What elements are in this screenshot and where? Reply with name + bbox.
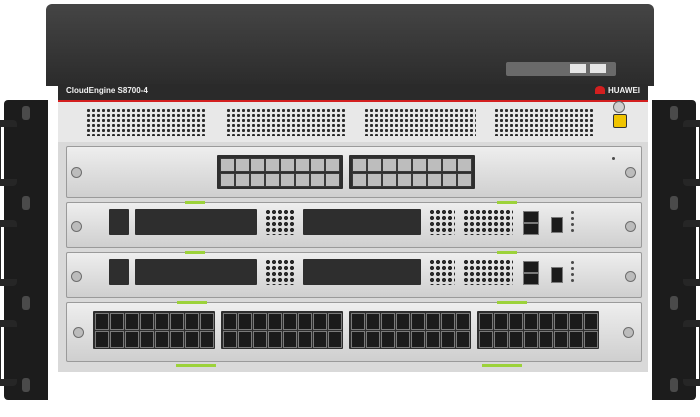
rj45-port-block <box>477 311 599 349</box>
model-name: CloudEngine S8700-4 <box>66 86 148 95</box>
fan-vent-panel <box>58 101 648 142</box>
usb-port <box>551 267 563 283</box>
fan-vent <box>494 108 594 136</box>
vent-grille <box>265 259 295 285</box>
front-header-bar: CloudEngine S8700-4 HUAWEI <box>58 84 648 102</box>
usb-port <box>551 217 563 233</box>
screw-icon <box>623 327 634 338</box>
front-panel <box>58 101 648 372</box>
line-card-rj45 <box>66 301 642 362</box>
brand-label: HUAWEI <box>608 86 640 95</box>
rj45-port-block <box>221 311 343 349</box>
product-label <box>506 62 616 76</box>
vent-grille <box>265 209 295 235</box>
vent-grille <box>463 209 513 235</box>
huawei-logo-icon <box>595 86 605 94</box>
screw-icon <box>625 221 636 232</box>
sfp-port-block <box>135 209 257 235</box>
sfp-port-block <box>135 259 257 285</box>
sfp-port-block <box>303 209 421 235</box>
main-control-unit <box>66 251 642 298</box>
right-rack-ear <box>652 100 700 400</box>
rack-handle <box>0 220 17 286</box>
console-port <box>523 273 539 285</box>
fan-vent <box>226 108 346 136</box>
chassis-top-cover <box>46 4 654 86</box>
card-latch <box>482 364 522 367</box>
power-knob-icon <box>613 101 625 113</box>
vent-grille <box>429 209 455 235</box>
rack-handle <box>683 120 700 186</box>
rack-handle <box>0 120 17 186</box>
screw-icon <box>71 221 82 232</box>
management-port <box>523 261 539 273</box>
sfp-port-block <box>217 155 343 189</box>
main-control-unit <box>66 201 642 248</box>
screw-icon <box>625 271 636 282</box>
sfp-port-block <box>303 259 421 285</box>
line-card-sfp <box>66 146 642 198</box>
sfp-port-block <box>109 259 129 285</box>
rack-handle <box>0 320 17 386</box>
left-rack-ear <box>0 100 48 400</box>
fan-vent <box>364 108 476 136</box>
screw-icon <box>73 327 84 338</box>
vent-grille <box>463 259 513 285</box>
fan-vent <box>86 108 206 136</box>
rack-handle <box>683 220 700 286</box>
screw-icon <box>71 271 82 282</box>
rj45-port-block <box>93 311 215 349</box>
vent-grille <box>429 259 455 285</box>
brand-name: HUAWEI <box>595 86 640 95</box>
management-port <box>523 211 539 223</box>
sfp-port-block <box>349 155 475 189</box>
rack-handle <box>683 320 700 386</box>
console-port <box>523 223 539 235</box>
rj45-port-block <box>349 311 471 349</box>
card-latch <box>176 364 216 367</box>
screw-icon <box>625 167 636 178</box>
warning-label-icon <box>613 114 627 128</box>
screw-icon <box>71 167 82 178</box>
sfp-port-block <box>109 209 129 235</box>
